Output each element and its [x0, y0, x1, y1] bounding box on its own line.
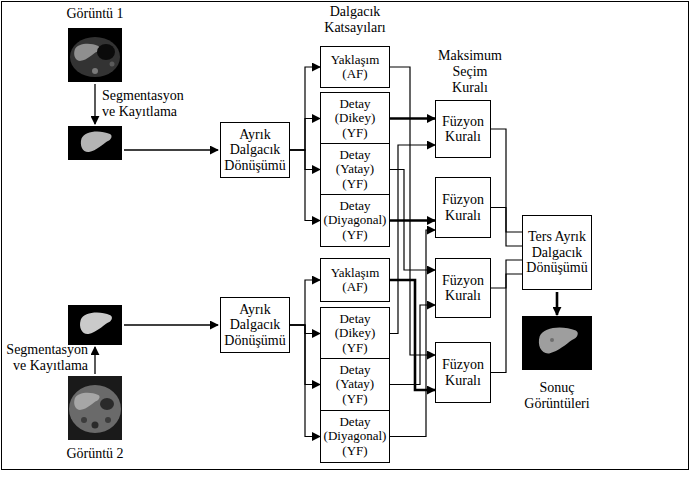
box-text: Ayrık Dalgacık Dönüşümü: [223, 302, 287, 348]
connector-line: [390, 117, 435, 120]
stomach-shape: [100, 398, 114, 410]
box-text: Füzyon Kuralı: [438, 192, 488, 223]
liver-shape: [80, 313, 112, 334]
box-text: Detay (Diyagonal) (YF): [323, 199, 387, 242]
connector-line: [390, 170, 435, 271]
connector-line: [390, 67, 435, 355]
box-text: Füzyon Kuralı: [438, 273, 488, 304]
result-image: [522, 316, 592, 370]
box-text: Ters Ayrık Dalgacık Dönüşümü: [525, 229, 589, 275]
image-ground: [68, 28, 122, 82]
segmented-image-2: [68, 305, 122, 345]
spine-shape: [92, 422, 99, 429]
connector-line: [491, 274, 522, 373]
organ-spot: [81, 417, 87, 423]
label-text: Görüntü 1: [66, 6, 123, 21]
connector-line: [390, 219, 435, 222]
organ-spot: [105, 417, 111, 423]
process-box: Ayrık Dalgacık Dönüşümü: [220, 122, 290, 178]
connector-line: [491, 208, 522, 247]
text-label: Segmentasyon ve Kayıtlama: [4, 342, 88, 374]
process-box: Detay (Diyagonal) (YF): [320, 194, 390, 247]
liver-shape: [539, 327, 578, 353]
vessel-spot: [550, 338, 554, 342]
box-text: Füzyon Kuralı: [438, 357, 488, 388]
box-text: Detay (Yatay) (YF): [323, 148, 387, 191]
label-text: Dalgacık Katsayıları: [324, 4, 385, 35]
connector-line: [290, 280, 320, 325]
label-text: Maksimum Seçim Kuralı: [438, 48, 502, 95]
text-label: Segmentasyon ve Kayıtlama: [102, 88, 194, 120]
connector-line: [290, 150, 320, 221]
process-box: Yaklaşım (AF): [320, 258, 390, 302]
label-text: Görüntü 2: [66, 446, 123, 461]
box-text: Ayrık Dalgacık Dönüşümü: [223, 127, 287, 173]
mri-image-2: [68, 376, 122, 440]
text-label: Maksimum Seçim Kuralı: [435, 48, 505, 96]
segmentation-arrow: [94, 347, 95, 374]
label-text: Segmentasyon ve Kayıtlama: [6, 342, 88, 373]
label-text: Sonuç Görüntüleri: [524, 380, 589, 411]
input-arrow: [124, 149, 218, 150]
box-text: Yaklaşım (AF): [323, 266, 387, 295]
image-ground: [68, 376, 122, 440]
input-arrow: [124, 324, 218, 325]
box-text: Yaklaşım (AF): [323, 53, 387, 82]
text-label: Sonuç Görüntüleri: [512, 380, 602, 412]
process-box: Detay (Yatay) (YF): [320, 143, 390, 196]
connector-line: [290, 67, 320, 150]
liver-shape: [74, 44, 99, 61]
process-box: Ayrık Dalgacık Dönüşümü: [220, 297, 290, 353]
connector-line: [290, 325, 320, 437]
connector-line: [390, 230, 435, 437]
connector-line: [390, 305, 435, 385]
figure-frame: [2, 2, 689, 470]
mri-image-1: [68, 28, 122, 82]
process-box: Yaklaşım (AF): [320, 46, 390, 88]
label-text: Segmentasyon ve Kayıtlama: [102, 88, 184, 119]
process-box: Füzyon Kuralı: [435, 177, 491, 238]
process-box: Füzyon Kuralı: [435, 258, 491, 318]
process-box: Detay (Dikey) (YF): [320, 92, 390, 145]
body-section: [69, 385, 121, 433]
image-ground: [68, 305, 122, 345]
connector-line: [290, 119, 320, 151]
text-label: Dalgacık Katsayıları: [310, 4, 400, 36]
image-ground: [522, 316, 592, 370]
body-section: [70, 37, 120, 77]
process-box: Detay (Diyagonal) (YF): [320, 410, 390, 463]
box-text: Detay (Dikey) (YF): [323, 312, 387, 355]
process-box: Ters Ayrık Dalgacık Dönüşümü: [522, 215, 592, 290]
process-box: Detay (Yatay) (YF): [320, 358, 390, 411]
box-text: Füzyon Kuralı: [438, 114, 488, 145]
box-text: Detay (Dikey) (YF): [323, 97, 387, 140]
liver-shape: [81, 131, 112, 152]
text-label: Görüntü 2: [50, 446, 140, 462]
stomach-shape: [97, 44, 115, 60]
process-box: Füzyon Kuralı: [435, 342, 491, 403]
liver-shape: [74, 393, 99, 410]
spine-shape: [92, 68, 98, 74]
image-ground: [68, 126, 122, 160]
box-text: Detay (Diyagonal) (YF): [323, 415, 387, 458]
connector-line: [390, 280, 435, 390]
text-label: Görüntü 1: [50, 6, 140, 22]
process-box: Detay (Dikey) (YF): [320, 307, 390, 360]
organ-spot: [110, 62, 115, 67]
box-text: Detay (Yatay) (YF): [323, 363, 387, 406]
segmented-image-1: [68, 126, 122, 160]
output-arrow: [556, 292, 559, 315]
process-box: Füzyon Kuralı: [435, 100, 491, 158]
segmentation-arrow: [94, 84, 95, 124]
